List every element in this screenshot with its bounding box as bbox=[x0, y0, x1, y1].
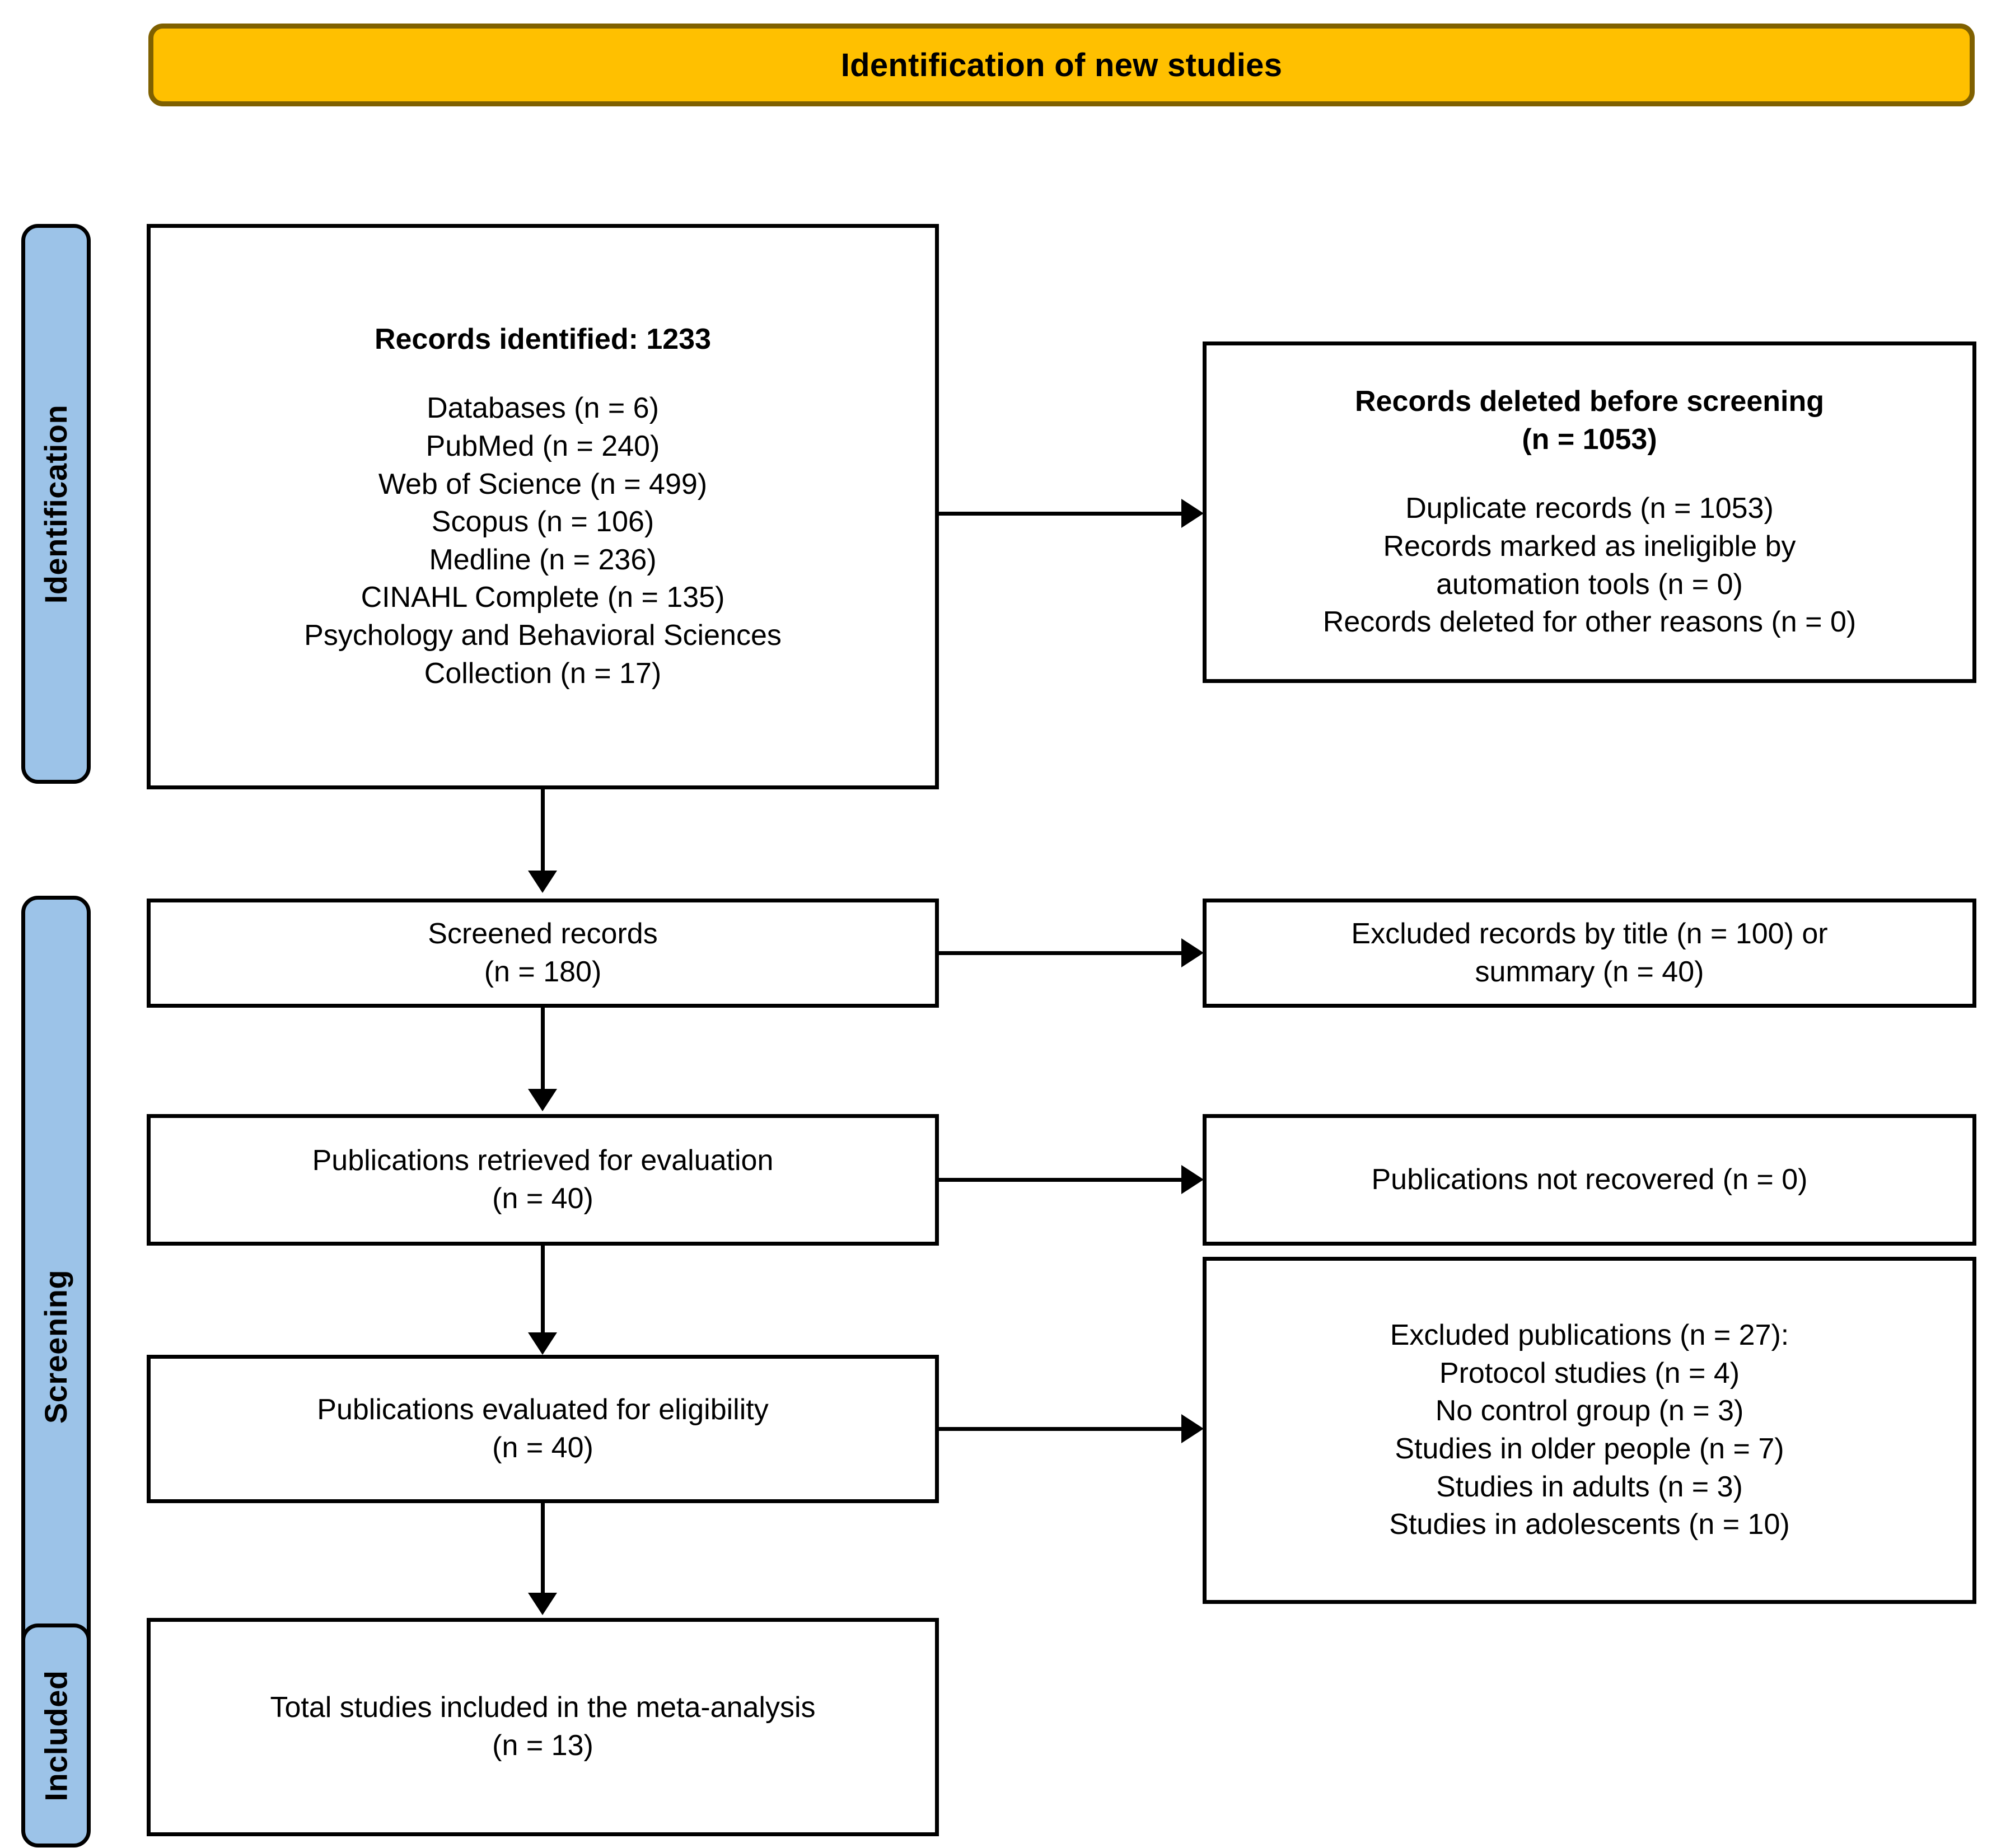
identification-banner: Identification of new studies bbox=[148, 24, 1975, 106]
connector-evaluated-to-excluded-publications bbox=[939, 1427, 1185, 1431]
banner-title: Identification of new studies bbox=[840, 46, 1283, 83]
records-deleted-heading-2: (n = 1053) bbox=[1522, 423, 1657, 456]
stage-label-screening: Screening bbox=[38, 1269, 74, 1424]
publications-evaluated-line-0: Publications evaluated for eligibility bbox=[317, 1393, 769, 1426]
arrowhead-retrieved-to-evaluated bbox=[528, 1332, 557, 1355]
records-identified-line-7: Collection (n = 17) bbox=[424, 657, 662, 690]
total-included-line-0: Total studies included in the meta-analy… bbox=[270, 1691, 816, 1724]
connector-retrieved-to-evaluated bbox=[541, 1246, 545, 1335]
connector-screened-to-retrieved bbox=[541, 1008, 545, 1092]
stage-label-included: Included bbox=[38, 1669, 74, 1802]
connector-evaluated-to-total bbox=[541, 1503, 545, 1596]
box-screened-records: Screened records (n = 180) bbox=[147, 899, 939, 1008]
records-identified-heading: Records identified: 1233 bbox=[374, 322, 712, 355]
excluded-records-line-1: summary (n = 40) bbox=[1475, 955, 1704, 988]
screened-records-line-0: Screened records bbox=[428, 917, 658, 950]
records-identified-line-0: Databases (n = 6) bbox=[427, 392, 659, 425]
publications-not-recovered-line-0: Publications not recovered (n = 0) bbox=[1371, 1163, 1808, 1196]
publications-retrieved-line-0: Publications retrieved for evaluation bbox=[312, 1144, 774, 1177]
stage-bar-identification: Identification bbox=[21, 224, 91, 784]
box-excluded-records: Excluded records by title (n = 100) or s… bbox=[1203, 899, 1976, 1008]
connector-identified-to-deleted bbox=[939, 512, 1185, 516]
records-identified-line-1: PubMed (n = 240) bbox=[426, 430, 660, 463]
excluded-publications-line-5: Studies in adolescents (n = 10) bbox=[1389, 1508, 1790, 1541]
excluded-publications-line-0: Excluded publications (n = 27): bbox=[1390, 1319, 1789, 1352]
connector-screened-to-excluded bbox=[939, 951, 1185, 955]
box-publications-evaluated: Publications evaluated for eligibility (… bbox=[147, 1355, 939, 1503]
arrowhead-identified-to-deleted bbox=[1181, 499, 1204, 528]
box-publications-not-recovered: Publications not recovered (n = 0) bbox=[1203, 1114, 1976, 1246]
arrowhead-retrieved-to-not-recovered bbox=[1181, 1165, 1204, 1194]
publications-retrieved-line-1: (n = 40) bbox=[492, 1182, 593, 1215]
excluded-publications-line-4: Studies in adults (n = 3) bbox=[1436, 1470, 1743, 1503]
screened-records-line-1: (n = 180) bbox=[484, 955, 602, 988]
stage-label-identification: Identification bbox=[38, 404, 74, 603]
records-identified-line-2: Web of Science (n = 499) bbox=[378, 467, 708, 500]
arrowhead-screened-to-retrieved bbox=[528, 1089, 557, 1111]
records-deleted-line-1: Records marked as ineligible by bbox=[1383, 530, 1796, 563]
box-excluded-publications: Excluded publications (n = 27): Protocol… bbox=[1203, 1257, 1976, 1604]
excluded-publications-line-1: Protocol studies (n = 4) bbox=[1439, 1356, 1740, 1389]
records-identified-line-4: Medline (n = 236) bbox=[429, 543, 657, 576]
excluded-publications-line-3: Studies in older people (n = 7) bbox=[1395, 1433, 1784, 1465]
connector-identified-to-screened bbox=[541, 789, 545, 873]
arrowhead-screened-to-excluded bbox=[1181, 938, 1204, 967]
connector-retrieved-to-not-recovered bbox=[939, 1178, 1185, 1182]
stage-bar-included: Included bbox=[21, 1624, 91, 1847]
records-deleted-line-0: Duplicate records (n = 1053) bbox=[1405, 492, 1774, 525]
excluded-records-line-0: Excluded records by title (n = 100) or bbox=[1351, 917, 1828, 950]
total-included-line-1: (n = 13) bbox=[492, 1729, 593, 1762]
excluded-publications-line-2: No control group (n = 3) bbox=[1435, 1395, 1744, 1428]
arrowhead-identified-to-screened bbox=[528, 871, 557, 893]
box-publications-retrieved: Publications retrieved for evaluation (n… bbox=[147, 1114, 939, 1246]
box-total-included: Total studies included in the meta-analy… bbox=[147, 1618, 939, 1836]
records-deleted-line-3: Records deleted for other reasons (n = 0… bbox=[1322, 606, 1857, 639]
box-records-identified: Records identified: 1233 Databases (n = … bbox=[147, 224, 939, 789]
box-records-deleted: Records deleted before screening (n = 10… bbox=[1203, 341, 1976, 683]
records-deleted-heading-1: Records deleted before screening bbox=[1354, 385, 1825, 418]
records-identified-line-3: Scopus (n = 106) bbox=[431, 506, 654, 539]
records-deleted-line-2: automation tools (n = 0) bbox=[1436, 568, 1743, 601]
records-identified-line-5: CINAHL Complete (n = 135) bbox=[361, 581, 725, 614]
records-identified-line-6: Psychology and Behavioral Sciences bbox=[304, 619, 782, 652]
arrowhead-evaluated-to-excluded-publications bbox=[1181, 1414, 1204, 1443]
arrowhead-evaluated-to-total bbox=[528, 1593, 557, 1615]
publications-evaluated-line-1: (n = 40) bbox=[492, 1431, 593, 1464]
